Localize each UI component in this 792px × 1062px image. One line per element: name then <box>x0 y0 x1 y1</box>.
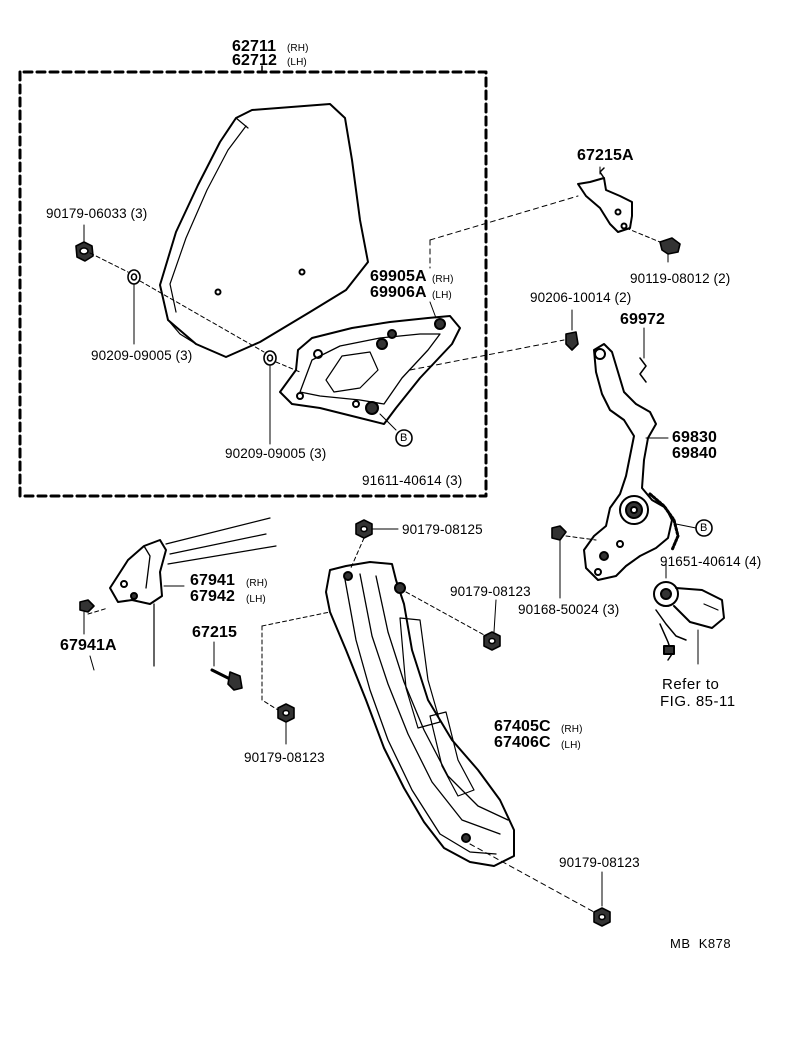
part-label-90179-08123-right: 90179-08123 <box>450 584 531 599</box>
part-label-69972: 69972 <box>620 311 665 328</box>
marker-b-left-label: B <box>400 432 408 444</box>
part-label-90179-06033: 90179-06033 (3) <box>46 206 148 221</box>
part-label-67215: 67215 <box>192 624 237 641</box>
part-label-67942: 67942 <box>190 588 235 605</box>
glass-run-channel <box>325 561 515 867</box>
part-label-69905A: 69905A <box>370 268 427 285</box>
part-label-67405C: 67405C <box>494 718 551 735</box>
part-label-67215A: 67215A <box>577 147 634 164</box>
nut-90179-08123-right <box>483 631 501 651</box>
marker-b-right-label: B <box>700 522 708 534</box>
part-label-91651-40614: 91651-40614 (4) <box>660 554 762 569</box>
part-label-90179-08123-bottom: 90179-08123 <box>559 855 640 870</box>
part-label-67405C-side: (RH) <box>561 724 583 735</box>
part-label-62711-side: (RH) <box>287 43 309 54</box>
marker-b-left <box>379 413 413 447</box>
refer-note-line2: FIG. 85-11 <box>660 693 736 710</box>
assembly-boundary-box <box>18 70 488 498</box>
bolt-90168-50024 <box>551 525 567 541</box>
bracket-67215A <box>577 167 633 233</box>
part-label-67942-side: (LH) <box>246 594 266 605</box>
part-label-91611-40614: 91611-40614 (3) <box>362 473 463 488</box>
part-label-67406C-side: (LH) <box>561 740 581 751</box>
part-label-90119-08012: 90119-08012 (2) <box>630 271 731 286</box>
part-label-90206-10014: 90206-10014 (2) <box>530 290 632 305</box>
nut-90179-08123-bottom <box>593 907 611 927</box>
marker-b-right <box>675 519 713 537</box>
part-label-62711: 62711 <box>232 38 277 55</box>
washer-90209-09005-center <box>263 350 277 366</box>
part-label-62712-side: (LH) <box>287 57 307 68</box>
part-label-67941-side: (RH) <box>246 578 268 589</box>
glass-channel-bracket <box>279 315 461 425</box>
part-label-69906A-side: (LH) <box>432 290 452 301</box>
part-label-69905A-side: (RH) <box>432 274 454 285</box>
part-label-90209-09005-center: 90209-09005 (3) <box>225 446 327 461</box>
nut-90179-06033 <box>75 241 94 262</box>
window-motor <box>653 581 725 661</box>
nut-90179-08123-lower <box>277 703 295 723</box>
spring-69972 <box>639 357 647 383</box>
refer-note-line1: Refer to <box>662 676 720 693</box>
part-label-90168-50024: 90168-50024 (3) <box>518 602 620 617</box>
part-label-90179-08125: 90179-08125 <box>402 522 483 537</box>
nut-90179-08125 <box>355 519 373 539</box>
part-label-90209-09005-left: 90209-09005 (3) <box>91 348 193 363</box>
bolt-67941A <box>79 599 95 635</box>
part-label-67941: 67941 <box>190 572 235 589</box>
part-label-69906A: 69906A <box>370 284 427 301</box>
part-label-69840: 69840 <box>672 445 717 462</box>
window-regulator-69830 <box>583 343 680 581</box>
bolt-90119-08012 <box>659 237 681 263</box>
lower-sash-bracket <box>109 539 167 605</box>
part-label-67941A: 67941A <box>60 637 117 654</box>
stud-bolt-67215 <box>210 668 243 691</box>
washer-90209-09005-left <box>127 269 141 285</box>
part-label-62712: 62712 <box>232 52 277 69</box>
clip-90206-10014 <box>565 331 579 351</box>
part-label-67406C: 67406C <box>494 734 551 751</box>
figure-code: MB K878 <box>670 936 732 951</box>
door-glass <box>159 103 369 358</box>
part-label-69830: 69830 <box>672 429 717 446</box>
part-label-90179-08123-lower: 90179-08123 <box>244 750 325 765</box>
